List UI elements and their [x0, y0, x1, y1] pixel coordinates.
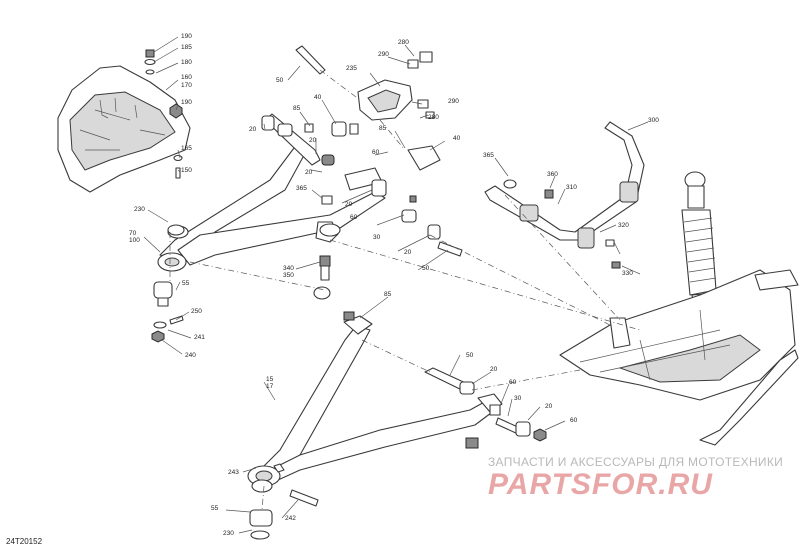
diagram-code: 24T20152 [6, 537, 43, 546]
lower-arm-hardware [343, 311, 547, 449]
upper-arm-hardware [261, 45, 359, 237]
callout-label: 230 [134, 206, 145, 213]
callout-label: 100 [129, 237, 140, 244]
mounting-bracket [344, 51, 463, 257]
leader-lines [143, 36, 649, 534]
lower-a-arm [247, 315, 503, 487]
callout-label: 50 [422, 265, 430, 272]
callout-label: 85 [384, 291, 392, 298]
callout-label: 235 [346, 65, 357, 72]
callout-label: 230 [223, 530, 234, 537]
callout-label: 310 [566, 184, 577, 191]
callout-label: 170 [181, 82, 192, 89]
callout-label: 290 [378, 51, 389, 58]
callout-label: 70 [129, 230, 137, 237]
callout-label: 190 [181, 99, 192, 106]
callout-label: 40 [314, 94, 322, 101]
upper-ball-joint [151, 224, 185, 343]
callout-label: 60 [509, 379, 517, 386]
callout-label: 20 [249, 126, 257, 133]
callout-label: 280 [428, 114, 439, 121]
callout-label: 55 [211, 505, 219, 512]
callout-label: 60 [570, 417, 578, 424]
lower-ball-joint [249, 463, 319, 540]
upper-a-arm [157, 113, 386, 272]
callout-label: 150 [181, 167, 192, 174]
callout-label: 40 [453, 135, 461, 142]
callout-label: 280 [398, 39, 409, 46]
callout-label: 20 [345, 201, 353, 208]
callout-label: 30 [514, 395, 522, 402]
callout-label: 240 [185, 352, 196, 359]
callout-label: 85 [379, 125, 387, 132]
shock-absorber [681, 171, 717, 309]
callout-label: 350 [283, 272, 294, 279]
callout-label: 250 [191, 308, 202, 315]
callout-label: 185 [181, 44, 192, 51]
callout-label: 190 [181, 33, 192, 40]
callout-label: 290 [448, 98, 459, 105]
callout-label: 17 [266, 383, 274, 390]
callout-label: 365 [483, 152, 494, 159]
assembly-lines [169, 69, 641, 511]
callout-label: 330 [622, 270, 633, 277]
callout-label: 30 [373, 234, 381, 241]
chassis-frame [559, 269, 799, 446]
callout-label: 365 [296, 185, 307, 192]
callout-label: 60 [372, 149, 380, 156]
callout-label: 20 [545, 403, 553, 410]
callout-label: 165 [181, 145, 192, 152]
callout-label: 20 [404, 249, 412, 256]
callout-label: 360 [547, 171, 558, 178]
watermark-logo: PARTSFOR.RU [488, 468, 713, 501]
callout-label: 180 [181, 59, 192, 66]
callout-label: 242 [285, 515, 296, 522]
plate-hardware [144, 49, 183, 179]
callout-label: 20 [490, 366, 498, 373]
watermark-caption: ЗАПЧАСТИ И АКСЕССУАРЫ ДЛЯ МОТОТЕХНИКИ [488, 455, 784, 469]
callout-label: 15 [266, 376, 274, 383]
callout-label: 20 [305, 169, 313, 176]
callout-label: 340 [283, 265, 294, 272]
callout-label: 320 [618, 222, 629, 229]
callout-label: 20 [309, 137, 317, 144]
callout-label: 85 [293, 105, 301, 112]
skid-plate [57, 65, 191, 193]
callout-label: 300 [648, 117, 659, 124]
callout-label: 50 [276, 77, 284, 84]
callout-label: 243 [228, 469, 239, 476]
callout-label: 55 [182, 280, 190, 287]
callout-label: 160 [181, 74, 192, 81]
tie-link [313, 255, 331, 300]
callout-label: 60 [350, 214, 358, 221]
callout-label: 50 [466, 352, 474, 359]
stabilizer-bar [484, 121, 645, 269]
callout-label: 241 [194, 334, 205, 341]
